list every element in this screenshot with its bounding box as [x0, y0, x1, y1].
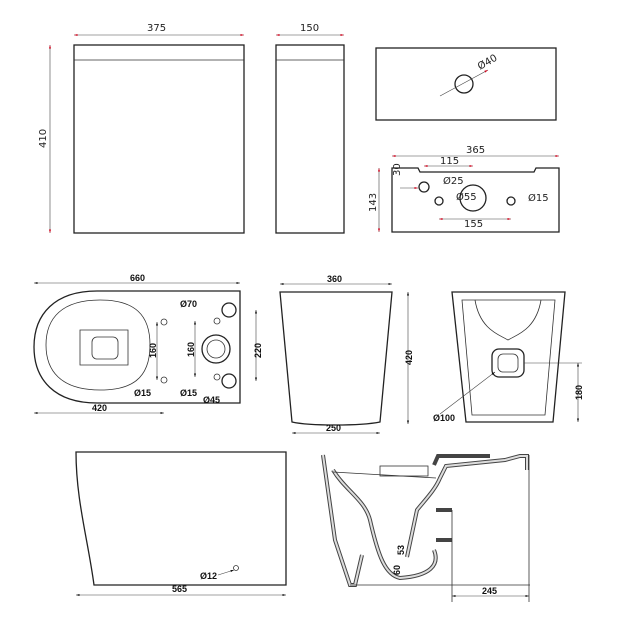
pan-side-view: Ø12 565: [75, 451, 287, 597]
cistern-front-view: 375 410: [38, 23, 245, 234]
pan-rear-view: Ø100 180: [433, 291, 584, 423]
pan-plan-view: 660 Ø70 160 160 220 Ø15 Ø15 Ø45 420: [33, 273, 263, 415]
pan-section-view: 245 53 60: [321, 454, 530, 602]
front-height-label: 420: [404, 350, 414, 365]
pan-front-view: 360 420 250: [279, 274, 414, 435]
front-width-label: 360: [327, 274, 342, 284]
fix-hole-left-label: Ø15: [134, 388, 151, 398]
rear-outlet-label: Ø100: [433, 413, 455, 423]
outlet-label: Ø70: [180, 299, 197, 309]
hole-15-label: Ø15: [528, 192, 549, 204]
inlet-hole-label: Ø45: [203, 395, 220, 405]
fix-hole-right-label: Ø15: [180, 388, 197, 398]
spacing-155-label: 155: [464, 219, 483, 230]
inlet-spacing-label: 220: [253, 343, 263, 358]
side-length-label: 565: [172, 584, 187, 594]
pan-length-label: 660: [130, 273, 145, 283]
offset-30-label: 30: [392, 163, 403, 176]
seat-length-label: 420: [92, 403, 107, 413]
height-143-label: 143: [368, 193, 379, 212]
hole-25-label: Ø25: [443, 175, 464, 187]
cistern-depth-label: 150: [300, 23, 319, 34]
fix-spacing-left-label: 160: [148, 343, 158, 358]
back-width-label: 365: [466, 145, 485, 156]
cistern-side-view: 150: [275, 23, 345, 234]
hole-55-label: Ø55: [456, 191, 477, 203]
dim-53-label: 53: [396, 545, 406, 555]
side-fix-hole-label: Ø12: [200, 571, 217, 581]
dim-60-label: 60: [392, 565, 402, 575]
offset-115-label: 115: [440, 156, 459, 167]
outlet-height-label: 180: [574, 385, 584, 400]
cistern-top-view: Ø40: [375, 47, 557, 121]
fix-spacing-right-label: 160: [186, 342, 196, 357]
outlet-setback-label: 245: [482, 586, 497, 596]
cistern-height-label: 410: [38, 129, 49, 148]
cistern-back-view: 365 115 30 143 Ø25 Ø55 Ø15 155: [368, 145, 560, 233]
flush-hole-label: Ø40: [476, 52, 500, 73]
base-width-label: 250: [326, 423, 341, 433]
cistern-width-label: 375: [147, 23, 166, 34]
